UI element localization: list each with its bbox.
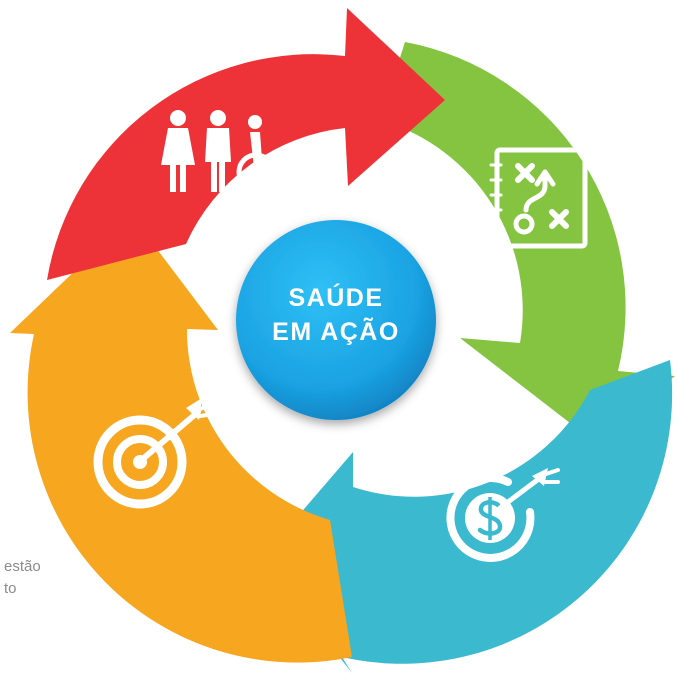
center-title-line1: SAÚDE [288,284,384,312]
segment-orange [10,216,352,663]
center-hub [236,220,436,420]
target-arrow-icon [93,398,216,509]
segment-red [47,8,445,280]
caption-fragment-line2: to [4,580,17,597]
center-title-line2: EM AÇÃO [272,318,400,346]
dollar-target-icon [446,468,560,562]
strategy-plan-icon [489,147,588,249]
people-accessibility-icon [161,110,290,192]
segment-green [380,42,675,440]
caption-fragment-line1: estão [4,558,41,575]
